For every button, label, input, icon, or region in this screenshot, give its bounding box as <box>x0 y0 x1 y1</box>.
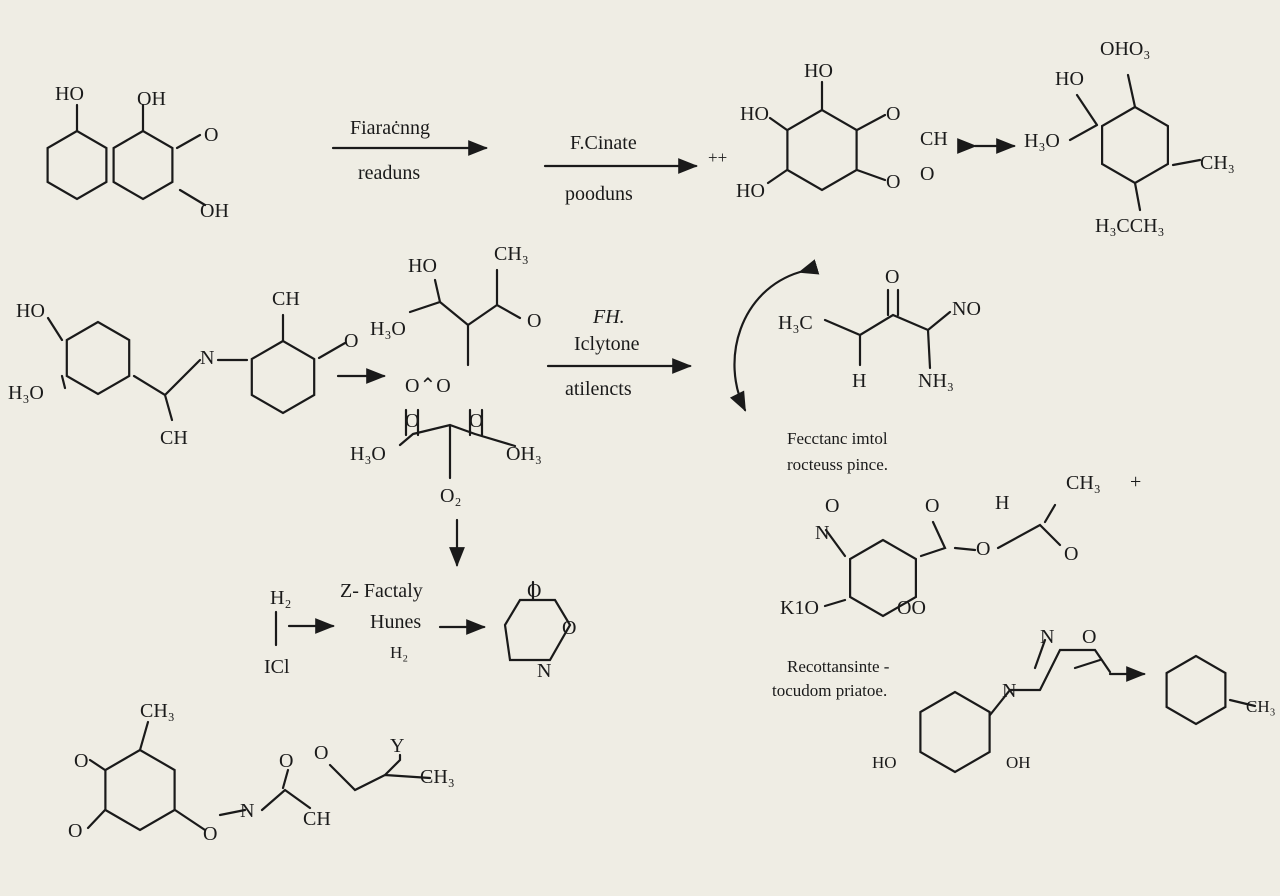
fused-ring <box>112 129 174 201</box>
caption: tocudom priatoe. <box>772 681 887 700</box>
atom-label: Y <box>390 735 404 757</box>
benzene-ring <box>1165 654 1227 726</box>
atom-label: H₃O <box>370 318 406 340</box>
atom-label: CH₃ <box>1066 472 1101 494</box>
atom-label: O <box>68 820 82 842</box>
reagent-label: FH. <box>592 306 625 328</box>
atom-label: OO <box>897 597 926 619</box>
reagent-label: Iclytone <box>574 333 640 355</box>
atom-label: H₂ <box>270 587 291 609</box>
caption: Recottansinte - <box>787 657 890 676</box>
curved-arrow <box>729 259 820 412</box>
atom-label: H <box>995 492 1009 514</box>
caption: rocteuss pince. <box>787 455 888 474</box>
benzene-ring <box>65 320 131 396</box>
plus-sign: + <box>1130 471 1141 493</box>
atom-label: N <box>240 800 254 822</box>
atom-label: ICl <box>264 656 290 678</box>
atom-label: CH <box>303 808 331 830</box>
arrows <box>287 138 1146 682</box>
atom-label: H₃CCH₃ <box>1095 215 1165 237</box>
atom-label: O <box>527 580 541 602</box>
cyclohexene-ring <box>1100 105 1170 185</box>
benzene-ring <box>46 129 108 201</box>
atom-label: O <box>405 410 419 432</box>
atom-label: O <box>344 330 358 352</box>
atom-label: HO <box>408 255 437 277</box>
atom-label: O <box>74 750 88 772</box>
atom-label: N <box>1002 680 1016 702</box>
reagent-label: pooduns <box>565 183 633 205</box>
atom-label: HO <box>740 103 769 125</box>
benzene-ring <box>250 339 316 415</box>
atom-label: O <box>204 124 218 146</box>
reagent-label: readuns <box>358 162 420 184</box>
caption: Fecctanc imtol <box>787 429 888 448</box>
atom-label: CH₃ <box>420 766 455 788</box>
atom-label: H₃C <box>778 312 813 334</box>
atom-label: O <box>920 163 934 185</box>
atom-label: CH <box>160 427 188 449</box>
atom-label: O <box>562 617 576 639</box>
reagent-label: H₂ <box>390 643 408 662</box>
atom-label: O <box>825 495 839 517</box>
reagent-label: Fiaraċnng <box>350 117 430 139</box>
atom-label: N <box>815 522 829 544</box>
labels: HO OH O OH Fiaraċnng readuns F.Cinate po… <box>8 38 1276 845</box>
atom-label: O <box>469 410 483 432</box>
atom-label: H₃O <box>1024 130 1060 152</box>
benzene-ring <box>786 108 858 192</box>
reagent-label: Hunes <box>370 611 421 633</box>
atom-label: O <box>279 750 293 772</box>
atom-label: HO <box>1055 68 1084 90</box>
atom-label: HO <box>55 83 84 105</box>
atom-label: OHO₃ <box>1100 38 1150 60</box>
atom-label: OH <box>137 88 166 110</box>
atom-label: CH₃ <box>140 700 175 722</box>
atom-label: O <box>886 103 900 125</box>
atom-label: O₂ <box>440 485 461 507</box>
atom-label: K1O <box>780 597 819 619</box>
atom-label: HO <box>736 180 765 202</box>
atom-label: OH <box>1006 753 1031 772</box>
atom-label: O <box>885 266 899 288</box>
atom-label: H₃O <box>350 443 386 465</box>
atom-label: O <box>925 495 939 517</box>
atom-label: NO <box>952 298 981 320</box>
atom-label: O <box>886 171 900 193</box>
atom-label: O <box>527 310 541 332</box>
reagent-label: Z- Factaly <box>340 580 423 602</box>
charge-label: ++ <box>708 148 727 167</box>
quinone-ring <box>104 748 176 832</box>
atom-label: HO <box>16 300 45 322</box>
atom-label: O <box>203 823 217 845</box>
atom-label: HO <box>804 60 833 82</box>
bonds <box>46 73 1257 832</box>
atom-label: CH₃ <box>494 243 529 265</box>
atom-label: OH <box>200 200 229 222</box>
atom-label: CH₃ <box>1200 152 1235 174</box>
atom-label: H <box>852 370 866 392</box>
atom-label: CH <box>272 288 300 310</box>
atom-label: O⌃O <box>405 375 451 397</box>
atom-label: CH <box>920 128 948 150</box>
atom-label: O <box>1082 626 1096 648</box>
atom-label: O <box>976 538 990 560</box>
atom-label: N <box>537 660 551 682</box>
atom-label: OH₃ <box>506 443 542 465</box>
atom-label: NH₃ <box>918 370 954 392</box>
atom-label: N <box>1040 626 1054 648</box>
pyridone-ring <box>848 538 918 618</box>
atom-label: HO <box>872 753 897 772</box>
atom-label: O <box>1064 543 1078 565</box>
atom-label: O <box>314 742 328 764</box>
reagent-label: F.Cinate <box>570 132 637 154</box>
reagent-label: atilencts <box>565 378 632 400</box>
atom-label: N <box>200 347 214 369</box>
atom-label: CH₃ <box>1246 697 1276 716</box>
benzene-ring <box>919 690 991 774</box>
atom-label: H₃O <box>8 382 44 404</box>
